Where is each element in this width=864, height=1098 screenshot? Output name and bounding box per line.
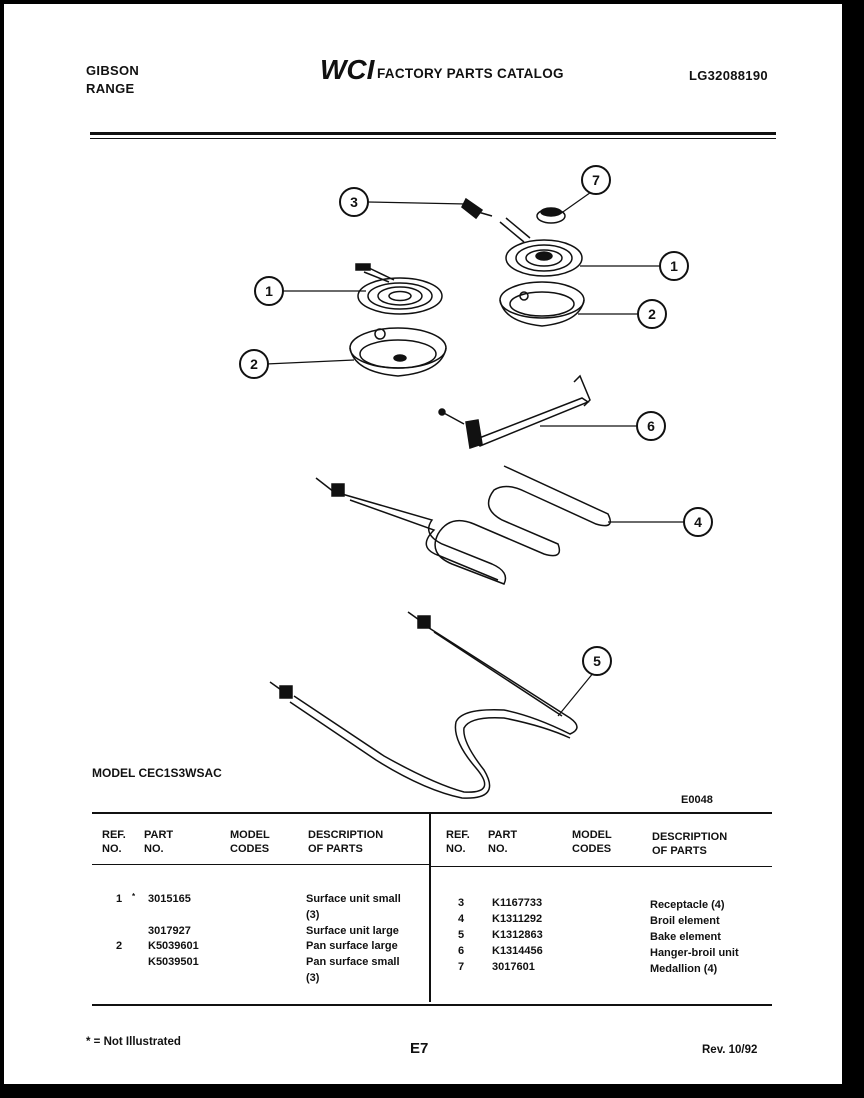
- exploded-parts-diagram: 3 1 2 7 1 2 6: [239, 165, 713, 799]
- surface-unit-large-right: [499, 217, 583, 277]
- description: Broil element: [650, 915, 720, 927]
- callout-4: 4: [683, 507, 713, 537]
- part-no: K1314456: [492, 945, 543, 957]
- description: Pan surface large: [306, 940, 398, 952]
- diagram-code: E0048: [681, 794, 713, 806]
- svg-text:2: 2: [250, 356, 258, 372]
- not-illustrated-mark: *: [132, 892, 136, 901]
- callout-6: 6: [636, 411, 666, 441]
- catalog-number: LG32088190: [689, 68, 768, 83]
- header-ref-right: REF.NO.: [446, 829, 470, 855]
- part-no: K1311292: [492, 913, 543, 925]
- description: Hanger-broil unit: [650, 947, 739, 959]
- svg-text:5: 5: [593, 653, 601, 669]
- product-type: RANGE: [86, 81, 135, 96]
- svg-text:3: 3: [350, 194, 358, 210]
- leader-lines: [265, 189, 686, 717]
- drip-pan-left: [349, 327, 447, 377]
- description: Surface unit large: [306, 925, 399, 937]
- surface-unit-small-left: [355, 263, 443, 315]
- part-no: 3017927: [148, 925, 191, 937]
- bake-element: [269, 611, 578, 799]
- ref-no: 3: [458, 897, 465, 909]
- svg-text:4: 4: [694, 514, 702, 530]
- drip-pan-right: [499, 281, 585, 327]
- header-ref-left: REF.NO.: [102, 829, 126, 855]
- ref-no: 6: [458, 945, 465, 957]
- svg-text:6: 6: [647, 418, 655, 434]
- revision-date: Rev. 10/92: [702, 1044, 758, 1056]
- parts-catalog-page: GIBSON RANGE WCI FACTORY PARTS CATALOG L…: [4, 4, 842, 1084]
- description: Medallion (4): [650, 963, 718, 975]
- logo-text: WCI: [320, 54, 376, 84]
- part-no: K1167733: [492, 897, 543, 909]
- hanger-broil-unit: [438, 374, 591, 449]
- column-separator: [429, 814, 431, 1002]
- header-underline-right: [431, 866, 772, 867]
- description: Pan surface small: [306, 956, 400, 968]
- footnote: * = Not Illustrated: [86, 1036, 181, 1048]
- svg-text:1: 1: [265, 283, 273, 299]
- medallion: [536, 207, 566, 224]
- callout-2-left: 2: [239, 349, 269, 379]
- description: Surface unit small: [306, 893, 401, 905]
- ref-no: 1: [116, 893, 123, 905]
- description: Bake element: [650, 931, 721, 943]
- receptacle: [461, 197, 493, 220]
- ref-no: 4: [458, 913, 465, 925]
- header-rule-thick: [90, 132, 776, 135]
- callout-5: 5: [582, 646, 612, 676]
- catalog-title: FACTORY PARTS CATALOG: [377, 66, 564, 81]
- callout-1-right: 1: [659, 251, 689, 281]
- description-quantity: (3): [306, 909, 320, 921]
- part-no: K5039601: [148, 940, 199, 952]
- header-underline-left: [92, 864, 429, 865]
- page-number: E7: [410, 1040, 429, 1057]
- callout-1-left: 1: [254, 276, 284, 306]
- part-no: K1312863: [492, 929, 543, 941]
- svg-text:2: 2: [648, 306, 656, 322]
- ref-no: 5: [458, 929, 465, 941]
- svg-text:1: 1: [670, 258, 678, 274]
- brand-block: GIBSON RANGE: [86, 62, 139, 98]
- header-rule-thin: [90, 138, 776, 139]
- wci-logo: WCI: [320, 54, 376, 84]
- ref-no: 2: [116, 940, 123, 952]
- model-label: MODEL CEC1S3WSAC: [92, 766, 222, 780]
- callouts: 3 1 2 7 1 2 6: [239, 165, 713, 676]
- callout-7: 7: [581, 165, 611, 195]
- description: Receptacle (4): [650, 899, 725, 911]
- callout-2-right: 2: [637, 299, 667, 329]
- part-no: K5039501: [148, 956, 199, 968]
- callout-3: 3: [339, 187, 369, 217]
- brand-name: GIBSON: [86, 63, 140, 78]
- part-no: 3015165: [148, 893, 191, 905]
- description-quantity: (3): [306, 972, 320, 984]
- part-no: 3017601: [492, 961, 535, 973]
- ref-no: 7: [458, 961, 465, 973]
- broil-element: [315, 465, 611, 585]
- svg-text:7: 7: [592, 172, 600, 188]
